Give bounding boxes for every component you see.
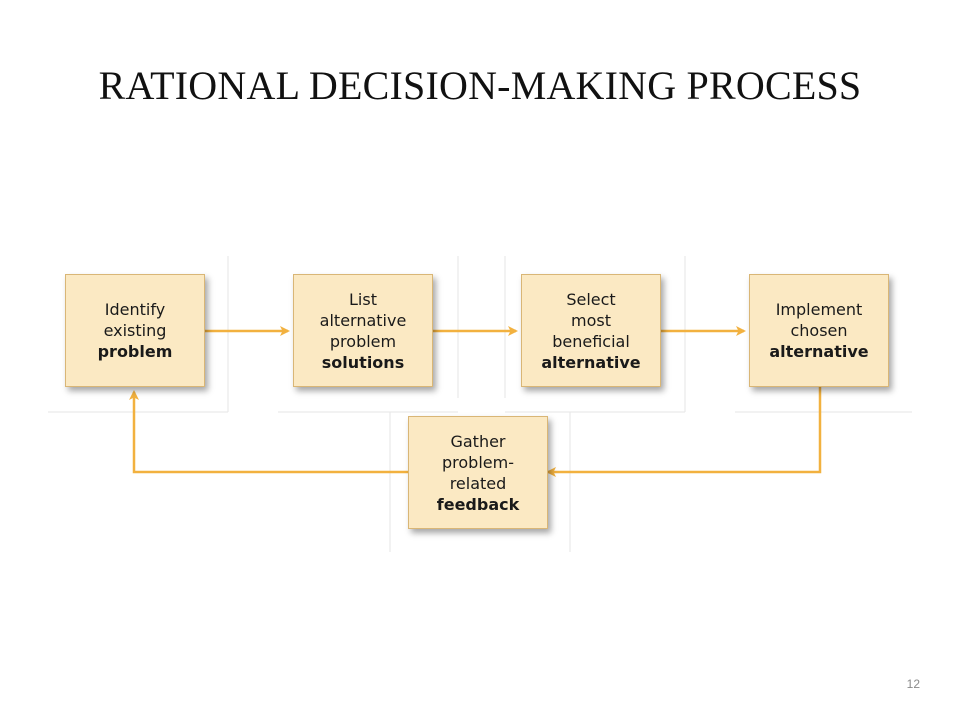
step-text-line: Gather xyxy=(450,431,506,451)
step-text-line: beneficial xyxy=(552,331,630,351)
arrow-implement-to-gather xyxy=(546,386,822,477)
step-text-line: existing xyxy=(103,321,167,340)
step-keyword: feedback xyxy=(436,494,520,514)
step-text-line: related xyxy=(449,473,507,493)
panel-guides xyxy=(48,256,912,552)
step-text-line: most xyxy=(571,310,611,330)
step-select-alternative-box: Select most beneficial alternative xyxy=(521,274,661,387)
step-gather-feedback-box: Gather problem- related feedback xyxy=(408,416,548,529)
step-keyword: alternative xyxy=(769,342,869,361)
step-keyword: alternative xyxy=(541,352,641,372)
step-keyword: problem xyxy=(97,342,173,361)
slide-title: RATIONAL DECISION-MAKING PROCESS xyxy=(98,63,862,108)
step-implement-alternative-box: Implement chosen alternative xyxy=(749,274,889,387)
step-text-line: chosen xyxy=(790,321,848,340)
step-text-line: Identify xyxy=(104,300,166,319)
step-text-line: List xyxy=(349,289,377,309)
arrow-gather-to-identify xyxy=(129,390,408,474)
step-list-solutions-box: List alternative problem solutions xyxy=(293,274,433,387)
step-text-line: problem- xyxy=(442,452,514,472)
page-number: 12 xyxy=(906,677,920,691)
step-keyword: solutions xyxy=(321,352,405,372)
step-text-line: Implement xyxy=(775,300,863,319)
step-text-line: Select xyxy=(566,289,616,309)
step-text-line: problem xyxy=(329,331,397,351)
step-identify-problem-box: Identify existing problem xyxy=(65,274,205,387)
step-text-line: alternative xyxy=(319,310,407,330)
